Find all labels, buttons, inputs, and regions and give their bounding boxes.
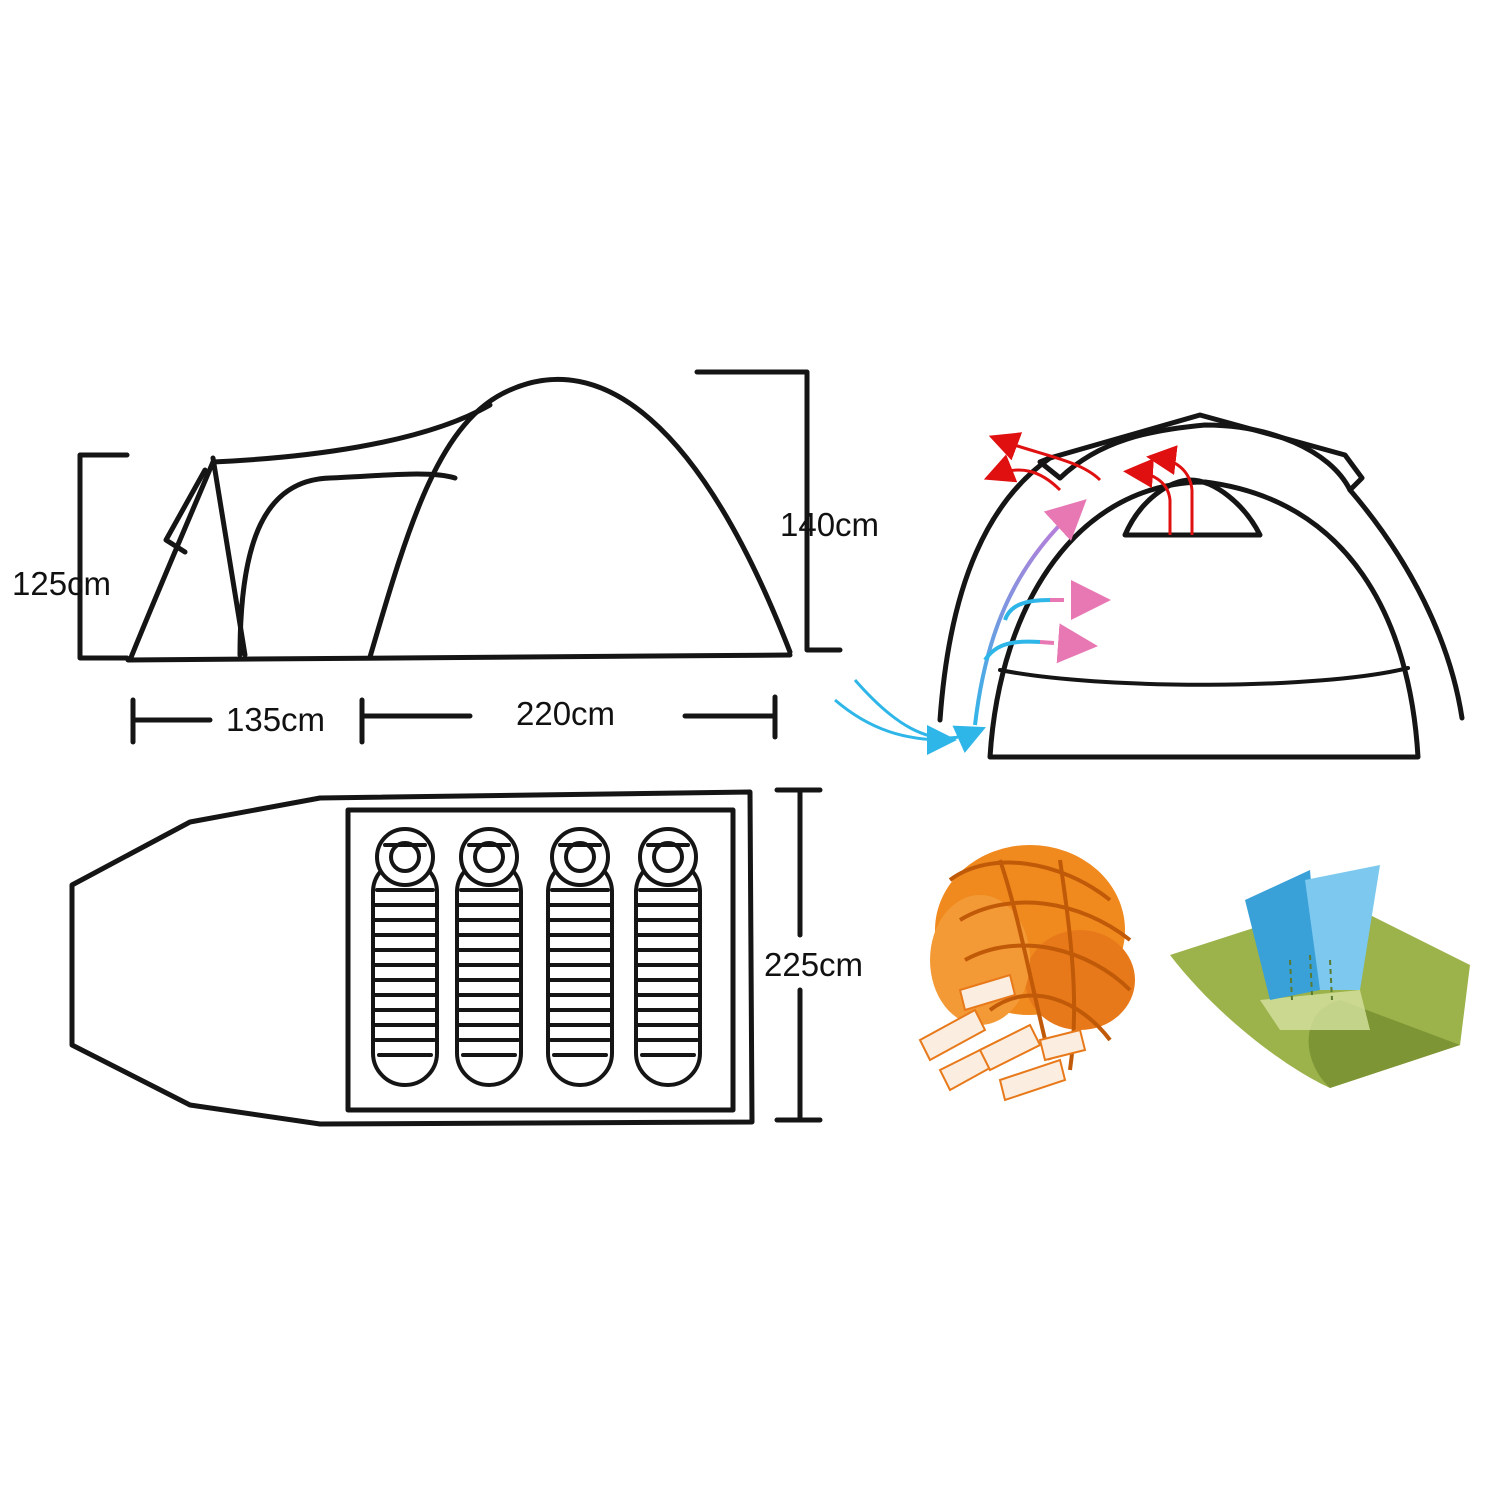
sleeping-bag [634, 827, 702, 1087]
tent-floor-plan [69, 789, 755, 1127]
length-dimension-lines [130, 694, 778, 745]
length-label-inner: 220cm [516, 695, 615, 732]
height-label-main: 140cm [780, 506, 879, 543]
ground-pad-icon [1170, 865, 1470, 1088]
sleeping-bag [546, 827, 614, 1087]
width-label-floor: 225cm [764, 946, 863, 983]
rope-bundle-icon [918, 845, 1135, 1102]
height-bracket-main [694, 369, 843, 653]
ventilation-diagram [937, 412, 1465, 760]
length-label-vestibule: 135cm [226, 701, 325, 738]
height-label-vestibule: 125cm [12, 565, 111, 602]
height-bracket-vestibule [77, 452, 130, 661]
sleeping-bag [455, 827, 523, 1087]
tent-side-view [125, 376, 793, 663]
airflow-arrows [834, 432, 1194, 755]
sleeping-bag [371, 827, 439, 1087]
sleeping-bags [371, 827, 702, 1087]
width-bracket-floor [774, 787, 823, 1123]
